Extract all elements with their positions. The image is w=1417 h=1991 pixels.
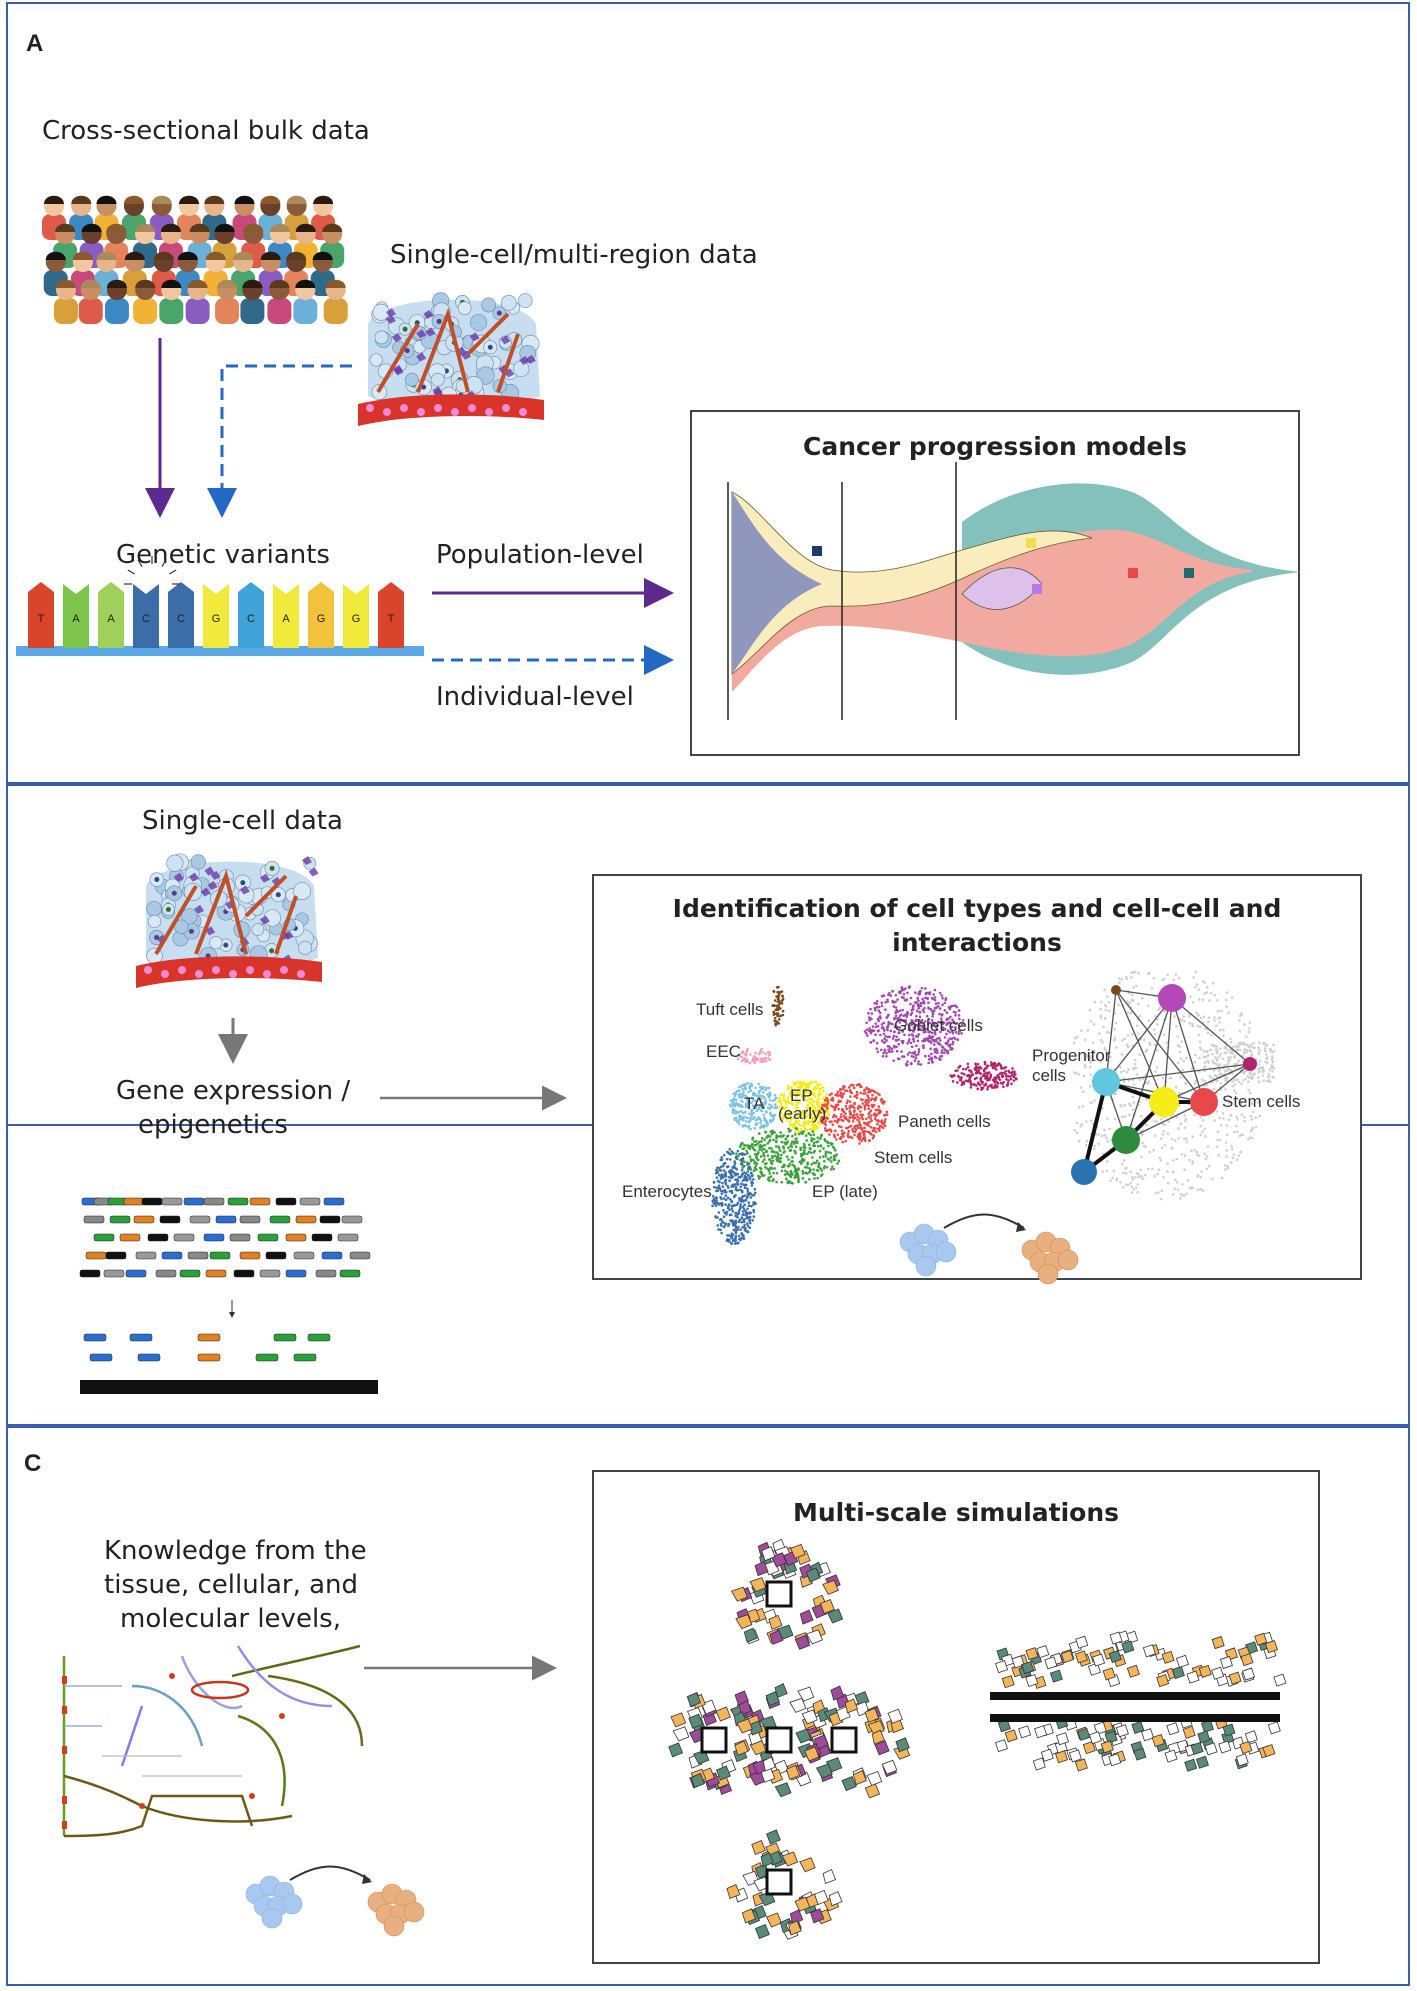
- dna-base-2: A: [98, 582, 124, 648]
- cell-types-box: Identification of cell types and cell-ce…: [592, 874, 1362, 1285]
- crowd-illustration: [41, 195, 348, 324]
- single-cell-tissue-illustration: [136, 853, 322, 988]
- paneth-cells-label: Paneth cells: [898, 1112, 991, 1131]
- eec-label: EEC: [706, 1042, 741, 1061]
- tuft-cells-label: Tuft cells: [696, 1000, 764, 1019]
- progenitor-cells-label-2: cells: [1032, 1066, 1067, 1085]
- simulation-box: Multi-scale simulations: [592, 1470, 1320, 1964]
- svg-text:C: C: [177, 613, 185, 625]
- panel-a-arrows: [145, 338, 674, 675]
- enterocytes-label: Enterocytes: [622, 1182, 712, 1201]
- sc-to-variants-arrow: [207, 364, 352, 518]
- cell-cluster-transition-icon: [899, 1213, 1079, 1285]
- cancer-progression-title: Cancer progression models: [803, 432, 1187, 461]
- dna-base-10: T: [378, 582, 404, 648]
- crypt-simulation-channel: [990, 1630, 1287, 1772]
- panel-b-frame-outline: [6, 784, 1410, 1426]
- panel-c-frame: [6, 1426, 1410, 1986]
- dna-base-9: G: [343, 584, 369, 648]
- panel-letter-a: A: [26, 30, 44, 57]
- knowledge-label-3: molecular levels,: [120, 1604, 341, 1634]
- gene-expression-label-1: Gene expression /: [116, 1076, 351, 1106]
- dna-base-7: A: [273, 584, 299, 648]
- dna-base-5: G: [203, 584, 229, 648]
- svg-text:G: G: [352, 613, 361, 625]
- dna-base-3: C: [133, 584, 159, 648]
- dna-base-0: T: [28, 582, 54, 648]
- cell-cluster-transition-icon-c: [245, 1865, 425, 1937]
- fish-plot: [727, 462, 1302, 720]
- progenitor-cells-label-1: Progenitor: [1032, 1046, 1111, 1065]
- population-level-label: Population-level: [436, 540, 644, 570]
- metabolic-pathway-map: [62, 1644, 364, 1838]
- single-cell-data-label: Single-cell data: [142, 806, 343, 836]
- svg-text:A: A: [107, 613, 115, 625]
- ep-early-label-1: EP: [790, 1086, 813, 1105]
- genetic-variants-label: Genetic variants: [116, 540, 330, 570]
- ep-early-label-2: (early): [778, 1104, 827, 1123]
- dna-base-1: A: [63, 584, 89, 648]
- dna-base-6: C: [238, 582, 264, 648]
- ta-label: TA: [744, 1094, 765, 1113]
- gene-expression-label-2: epigenetics: [138, 1110, 288, 1140]
- svg-text:A: A: [282, 613, 290, 625]
- bulk-data-label: Cross-sectional bulk data: [42, 116, 370, 146]
- panel-a: A Cross-sectional bulk data Single-cell/…: [6, 2, 1410, 784]
- panel-letter-c: C: [24, 1450, 42, 1477]
- dna-base-8: G: [308, 582, 334, 648]
- individual-level-label: Individual-level: [436, 682, 634, 712]
- cell-network-plot: [1071, 970, 1276, 1201]
- sequencing-reads-illustration: [79, 1197, 378, 1394]
- cell-types-title-2: interactions: [892, 928, 1062, 957]
- stem-cells-label: Stem cells: [874, 1148, 953, 1167]
- svg-text:A: A: [72, 613, 80, 625]
- dna-base-4: C: [168, 582, 194, 648]
- tumor-tissue-illustration: [358, 292, 544, 426]
- knowledge-label-2: tissue, cellular, and: [104, 1570, 359, 1600]
- crypt-simulation-cross: [668, 1538, 911, 1940]
- svg-text:T: T: [38, 613, 45, 625]
- cell-types-title-1: Identification of cell types and cell-ce…: [672, 894, 1282, 923]
- single-cell-multiregion-label: Single-cell/multi-region data: [390, 240, 758, 270]
- svg-text:G: G: [317, 613, 326, 625]
- svg-text:C: C: [142, 613, 150, 625]
- simulation-title: Multi-scale simulations: [792, 1498, 1120, 1527]
- umap-plot: [711, 985, 1018, 1245]
- ep-late-label: EP (late): [812, 1182, 878, 1201]
- network-stem-cells-label: Stem cells: [1222, 1092, 1301, 1111]
- knowledge-label-1: Knowledge from the: [104, 1536, 367, 1566]
- goblet-cells-label: Goblet cells: [894, 1016, 983, 1035]
- svg-text:T: T: [388, 613, 395, 625]
- svg-text:G: G: [212, 613, 221, 625]
- svg-text:C: C: [247, 613, 255, 625]
- cancer-progression-box: Cancer progression models: [690, 410, 1302, 756]
